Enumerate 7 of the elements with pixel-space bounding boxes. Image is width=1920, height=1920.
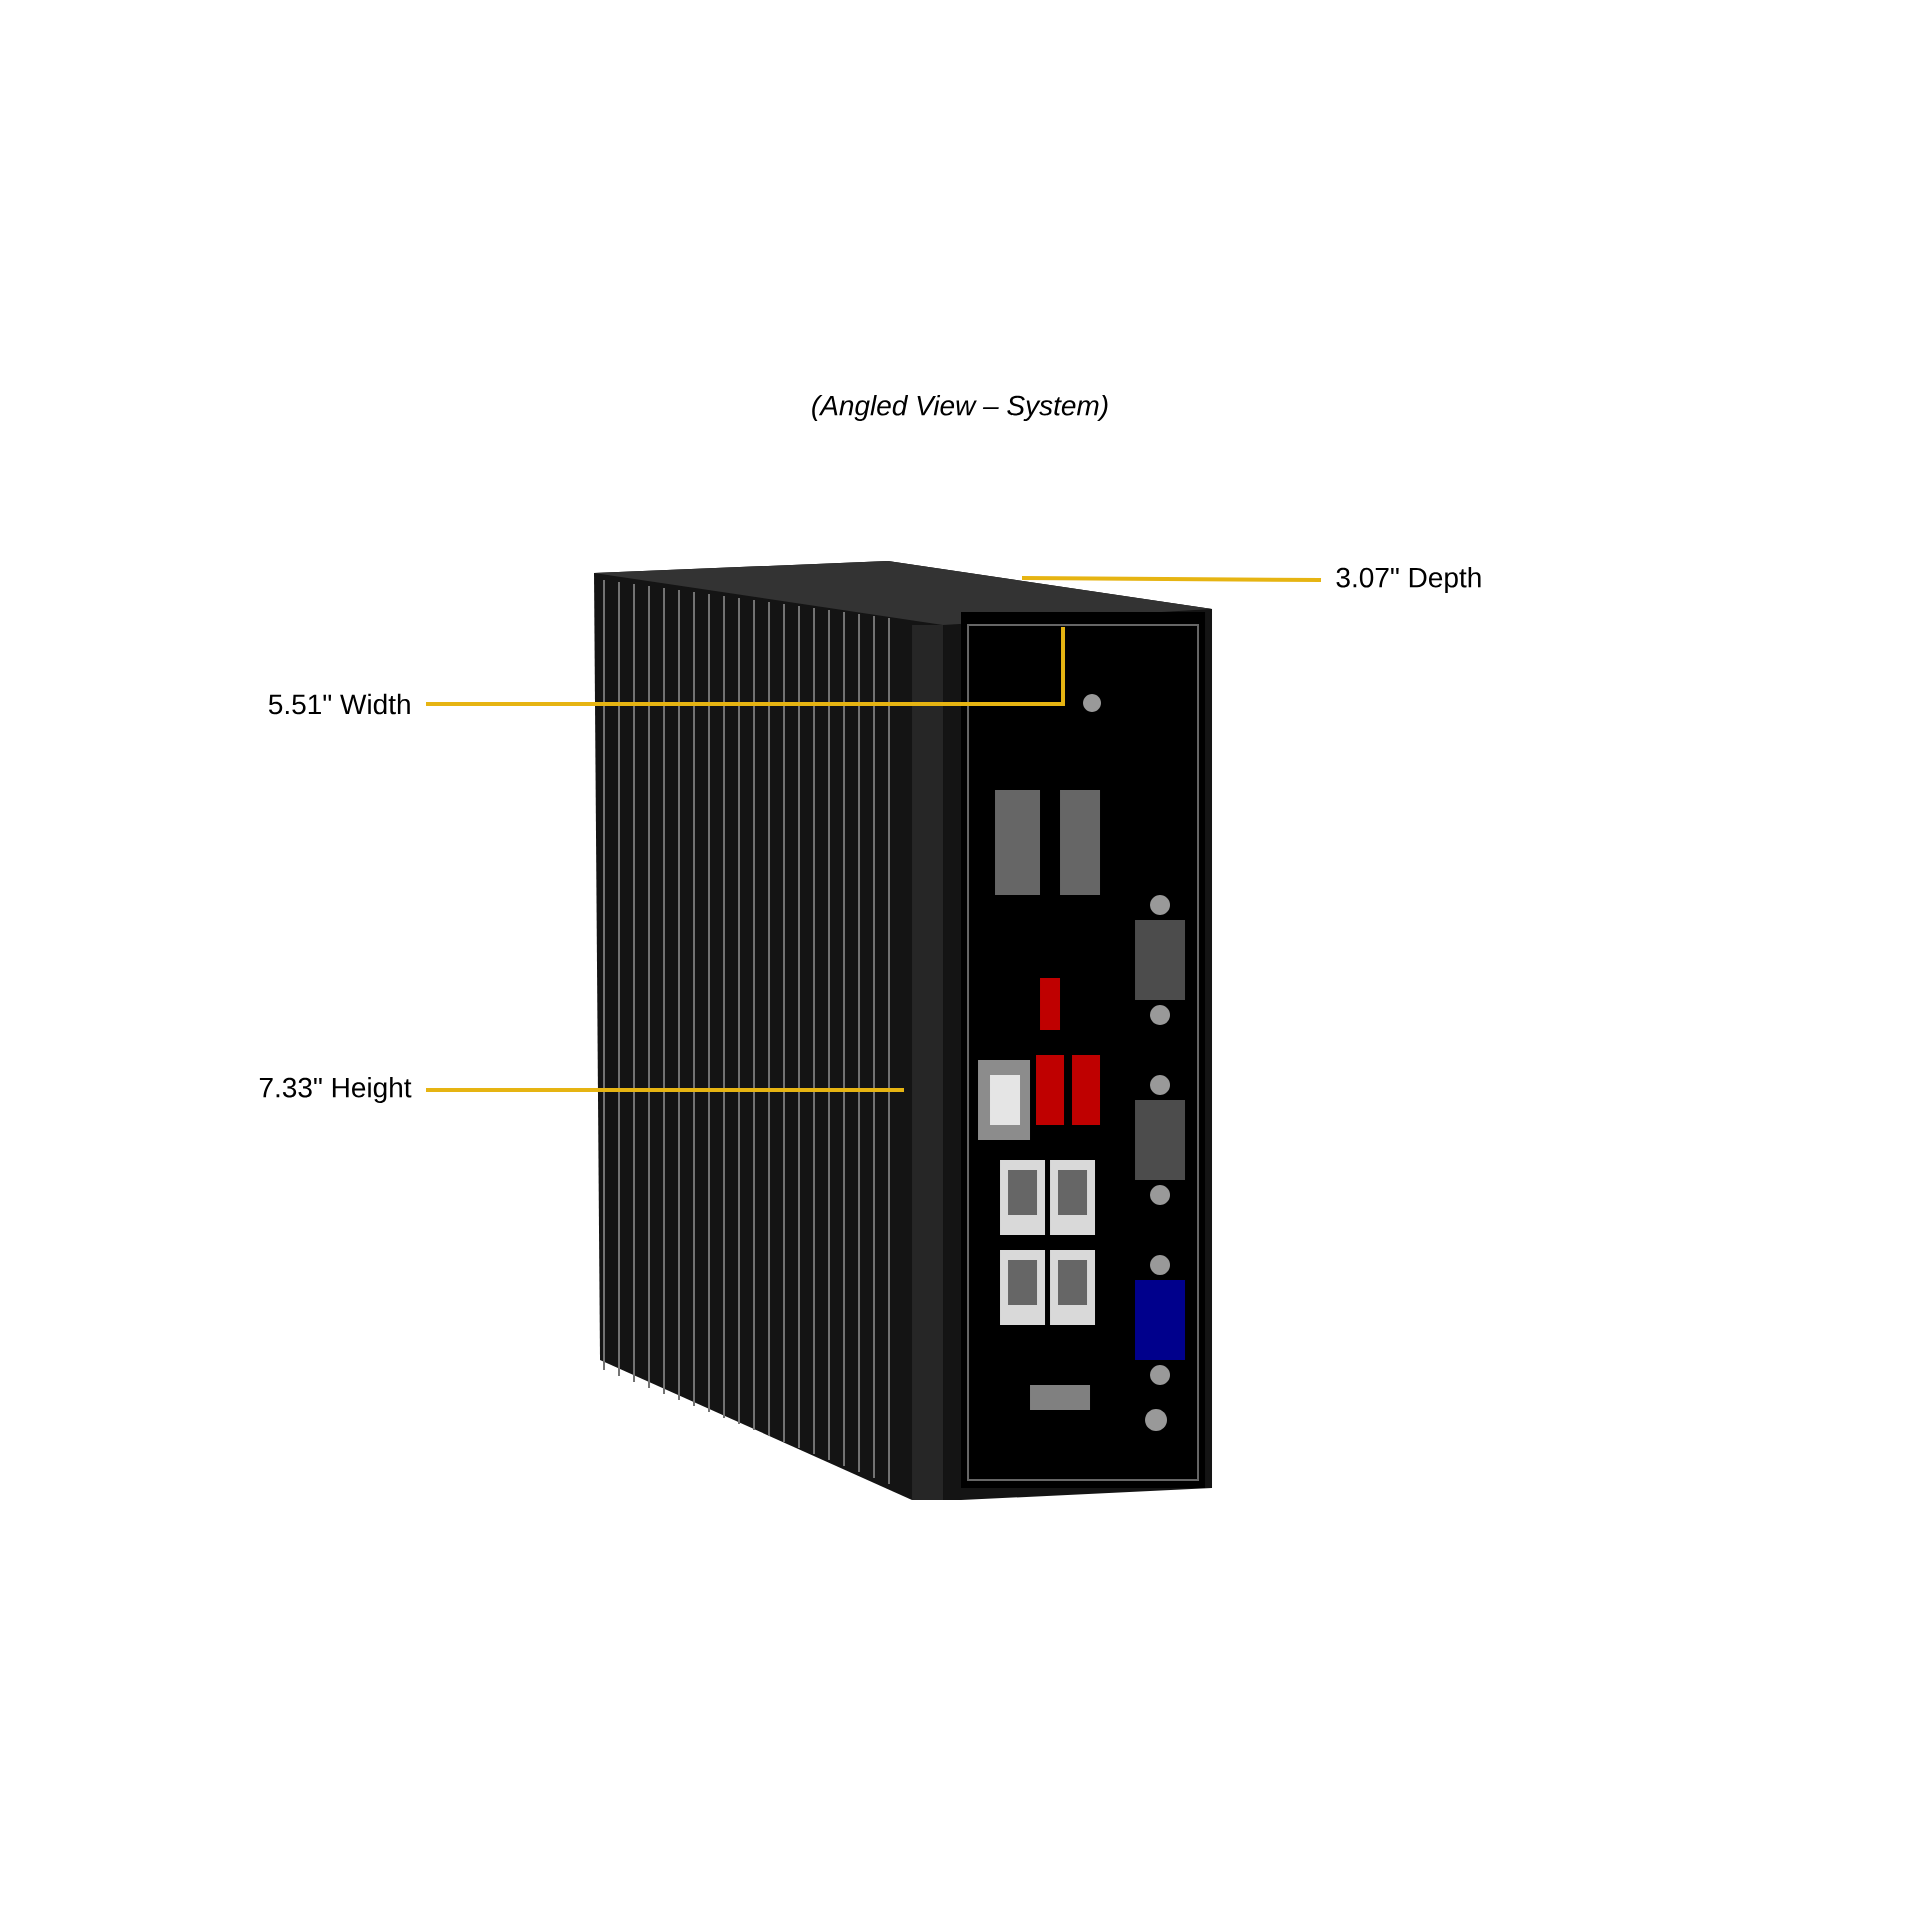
leader-line (426, 1088, 904, 1092)
title: (Angled View – System) (812, 394, 1108, 422)
leader-line (1022, 576, 1322, 582)
dimension-label: 3.07" Depth (1336, 566, 1481, 594)
leader-line (426, 627, 1065, 706)
dimension-label: 7.33" Height (259, 1076, 412, 1104)
dimension-label: 5.51" Width (268, 693, 410, 715)
